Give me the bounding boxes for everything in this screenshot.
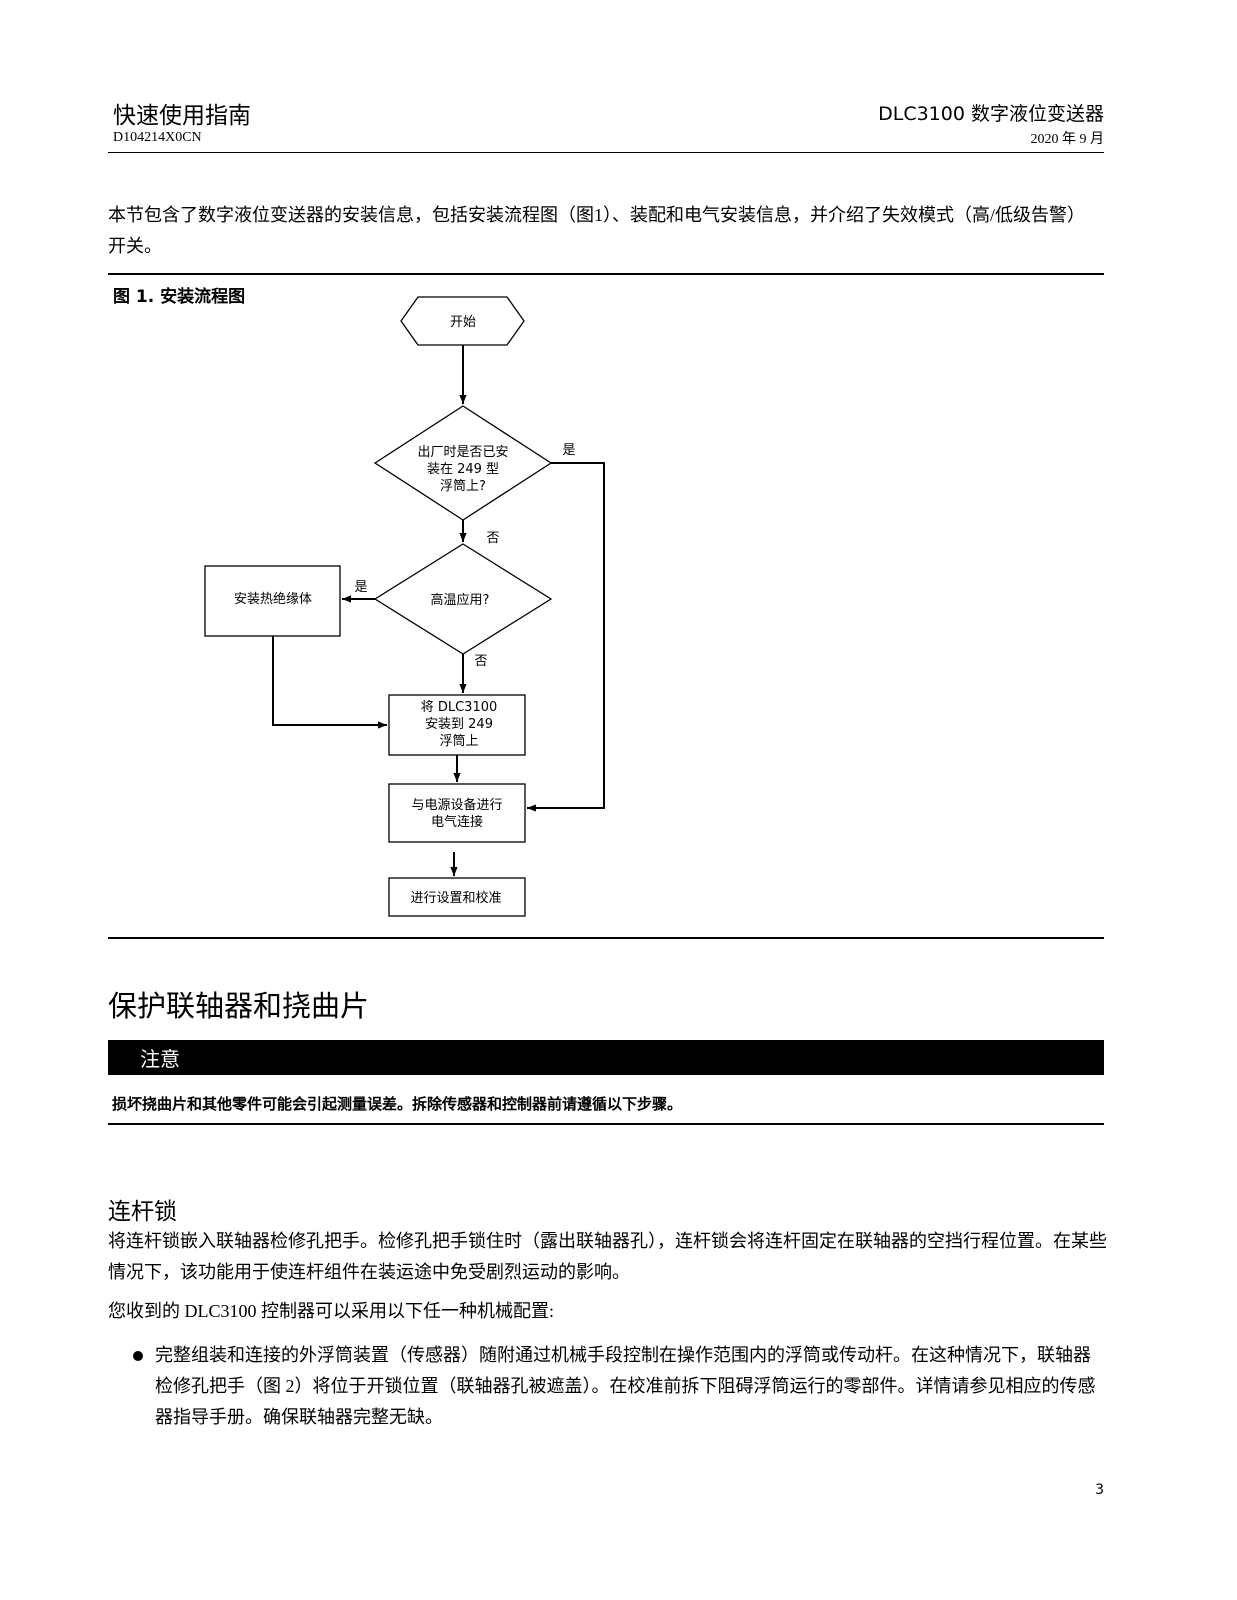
setup-label: 进行设置和校准	[410, 890, 501, 906]
caution-text: 损坏挠曲片和其他零件可能会引起测量误差。拆除传感器和控制器前请遵循以下步骤。	[112, 1095, 683, 1113]
decision1-line1: 出厂时是否已安	[417, 445, 508, 460]
insulator-label: 安装热绝缘体	[234, 591, 312, 607]
header-document-number: D104214X0CN	[113, 130, 202, 145]
decision2-yes-label: 是	[354, 580, 367, 595]
decision1-line2: 装在 249 型	[427, 462, 499, 477]
start-node	[400, 296, 525, 346]
caution-banner: 注意	[108, 1040, 1104, 1075]
intro-paragraph: 本节包含了数字液位变送器的安装信息，包括安装流程图（图1）、装配和电气安装信息，…	[108, 205, 1085, 256]
connect-line2: 电气连接	[431, 814, 483, 830]
caution-label: 注意	[140, 1047, 180, 1071]
mount-line3: 浮筒上	[439, 733, 478, 749]
paragraph-configurations: 您收到的 DLC3100 控制器可以采用以下任一种机械配置:	[108, 1301, 554, 1321]
header-product-title: DLC3100 数字液位变送器	[878, 103, 1104, 125]
arrow-insulator-to-mount	[272, 636, 387, 729]
page-number: 3	[1095, 1482, 1104, 1498]
figure-top-rule	[108, 273, 1104, 275]
setup-node	[388, 877, 526, 917]
paragraph-linkage-lock: 将连杆锁嵌入联轴器检修孔把手。检修孔把手锁住时（露出联轴器孔），连杆锁会将连杆固…	[108, 1231, 1107, 1282]
decision1-no-label: 否	[486, 531, 499, 546]
connect-line1: 与电源设备进行	[411, 797, 502, 813]
decision2-no-label: 否	[474, 654, 487, 669]
mount-line1: 将 DLC3100	[421, 700, 498, 715]
figure-bottom-rule	[108, 937, 1104, 939]
list-item: 完整组装和连接的外浮筒装置（传感器）随附通过机械手段控制在操作范围内的浮筒或传动…	[155, 1345, 1096, 1427]
section-heading: 保护联轴器和挠曲片	[108, 989, 370, 1023]
connect-node	[388, 783, 526, 843]
figure-caption: 图 1. 安装流程图	[113, 287, 246, 307]
start-label: 开始	[450, 315, 476, 330]
mount-line2: 安装到 249	[425, 717, 493, 732]
mount-node	[388, 694, 526, 756]
decision2-label: 高温应用?	[431, 592, 490, 608]
bullet-dot	[133, 1351, 143, 1361]
header-date: 2020 年 9 月	[1030, 132, 1105, 147]
decision1-yes-label: 是	[562, 443, 575, 458]
subsection-heading: 连杆锁	[108, 1199, 177, 1225]
insulator-node	[204, 565, 341, 637]
arrow-decision1-yes-to-connect	[527, 462, 605, 812]
decision1-line3: 浮筒上?	[440, 478, 486, 494]
header-rule	[108, 152, 1104, 153]
caution-bottom-rule	[108, 1123, 1104, 1125]
header-guide-title: 快速使用指南	[113, 103, 251, 129]
